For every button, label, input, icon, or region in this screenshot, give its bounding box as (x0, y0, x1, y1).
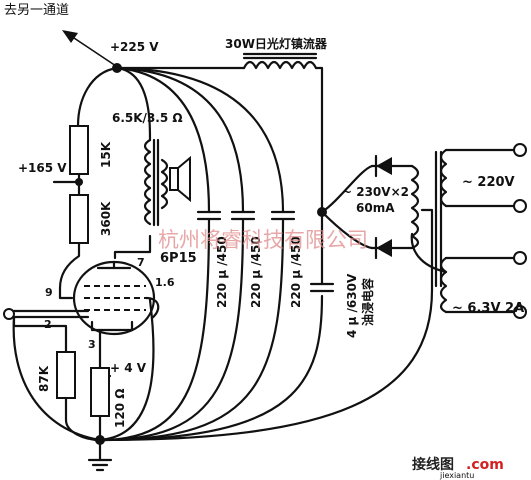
transformer-impedance-label: 6.5K/3.5 Ω (112, 111, 183, 125)
hv-secondary-label: ~ 230V×2 (342, 185, 409, 199)
r360k-label: 360K (99, 201, 113, 236)
heater-terminal-1[interactable] (513, 251, 527, 265)
ballast-inductor-icon (242, 52, 318, 70)
resistor-15k (69, 125, 89, 175)
oil-cap-label: 4 μ /630V (345, 273, 359, 338)
heater-label: ~ 6.3V 2A (452, 301, 524, 316)
mains-terminal-1[interactable] (513, 143, 527, 157)
diode-top-icon (374, 154, 392, 178)
cap3-label: 220 μ /450 (289, 236, 303, 308)
pin3-label: 3 (88, 338, 96, 351)
watermark: 杭州将睿科技有限公司 (158, 228, 368, 252)
tube-type-label: 6P15 (160, 251, 197, 266)
pin9-label: 9 (45, 286, 53, 299)
to-other-channel-label: 去另一通道 (4, 3, 69, 18)
output-transformer-icon (143, 138, 169, 227)
logo-text: 接线图 (412, 456, 454, 473)
r15k-label: 15K (99, 141, 113, 168)
logo-suffix: .com (466, 457, 504, 473)
capacitor-3-icon (270, 210, 296, 221)
site-logo: 接线图 .com jiexiantu (412, 456, 504, 480)
mains-terminal-2[interactable] (513, 199, 527, 213)
pin2-label: 2 (44, 318, 52, 331)
ground-icon (87, 438, 113, 472)
arrow-icon (62, 30, 117, 67)
diode-bottom-icon (374, 236, 392, 260)
power-transformer-icon (410, 148, 522, 314)
v165-node (75, 178, 83, 186)
hv-current-label: 60mA (356, 201, 395, 215)
speaker-icon (169, 155, 191, 203)
cap1-label: 220 μ /450 (215, 236, 229, 308)
v165-label: +165 V (18, 161, 67, 175)
mains-label: ~ 220V (462, 175, 515, 190)
ballast-label: 30W日光灯镇流器 (225, 36, 328, 51)
resistor-120 (90, 367, 110, 417)
logo-url: jiexiantu (439, 471, 474, 480)
capacitor-2-icon (230, 210, 256, 221)
vacuum-tube-icon (72, 260, 156, 336)
b-plus-225-label: +225 V (110, 40, 159, 54)
capacitor-1-icon (196, 210, 222, 221)
r87k-label: 87K (37, 365, 51, 392)
pin16-label: 1.6 (155, 276, 175, 289)
heater-terminal-2[interactable] (513, 305, 527, 319)
resistor-360k (69, 194, 89, 244)
oil-capacitor-icon (309, 282, 335, 293)
resistor-87k (56, 351, 76, 399)
r120-label: 120 Ω (113, 389, 127, 428)
v4-label: + 4 V (110, 361, 147, 375)
oil-cap-note: 油浸电容 (360, 278, 375, 326)
cap2-label: 220 μ /450 (249, 236, 263, 308)
input-jack-icon[interactable] (3, 308, 90, 320)
pin7-label: 7 (137, 256, 145, 269)
